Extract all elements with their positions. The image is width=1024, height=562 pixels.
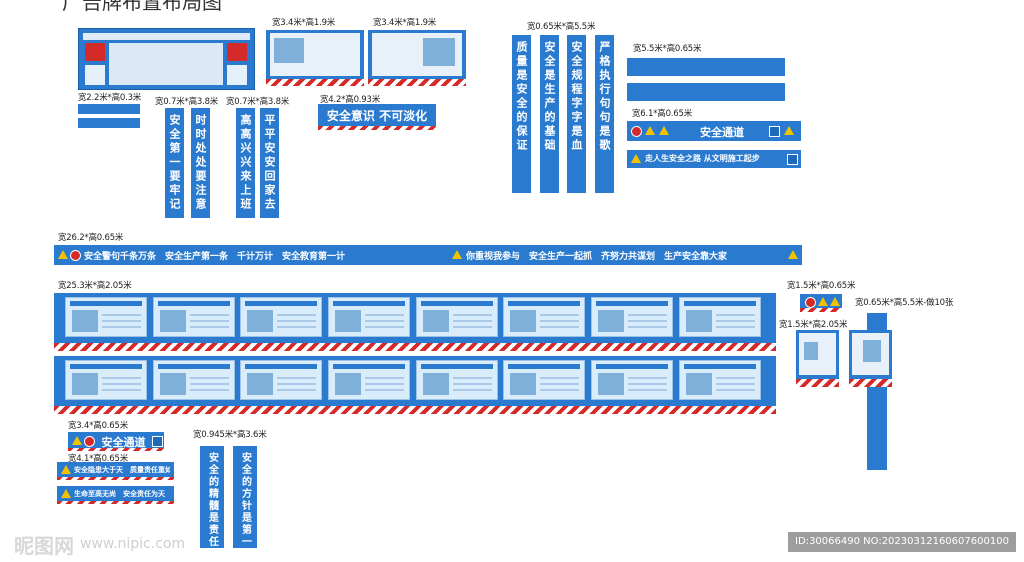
vertical-slogan: 质量是安全的保证 [512, 35, 531, 193]
vertical-slogan: 安全的方针是第一 [233, 446, 257, 548]
strip-sign [78, 104, 140, 114]
vertical-slogan: 高高兴兴来上班 [236, 108, 255, 218]
dim-label: 宽4.2*高0.93米 [320, 95, 380, 105]
dim-label: 宽3.4*高0.65米 [68, 421, 128, 431]
vertical-slogan: 安全的精髓是责任 [200, 446, 224, 548]
poster-board [266, 30, 364, 86]
wall-panel [153, 360, 235, 400]
passage-sign: 安全通道 [627, 121, 801, 141]
vertical-slogan: 安全第一要牢记 [165, 108, 184, 218]
wall-panel [240, 297, 322, 337]
dim-label: 宽3.4米*高1.9米 [272, 18, 336, 28]
vertical-slogan: 严格执行句句是歌 [595, 35, 614, 193]
dim-label: 宽1.5米*高0.65米 [787, 281, 856, 291]
wall-panel [679, 297, 761, 337]
passage-sign: 安全通道 [68, 432, 164, 451]
wall-panel [328, 297, 410, 337]
warning-sign: 生命至高无尚 安全责任为天 [57, 486, 174, 504]
wall-panel [328, 360, 410, 400]
vertical-slogan: 安全规程字字是血 [567, 35, 586, 193]
dim-label: 宽25.3米*高2.05米 [58, 281, 132, 291]
wall-panel [416, 360, 498, 400]
strip-sign [627, 58, 785, 76]
passage-sign: 走人生安全之路 从文明施工起步 [627, 150, 801, 168]
wall-panel [65, 297, 147, 337]
dim-label: 宽6.1*高0.65米 [632, 109, 692, 119]
dim-label: 宽2.2米*高0.3米 [78, 93, 142, 103]
dim-label: 宽0.7米*高3.8米 [226, 97, 290, 107]
dim-label: 宽5.5米*高0.65米 [633, 44, 702, 54]
wall-panel [591, 297, 673, 337]
dim-label: 宽0.945米*高3.6米 [193, 430, 267, 440]
dim-label: 宽0.7米*高3.8米 [155, 97, 219, 107]
wall-panel [679, 360, 761, 400]
poster-board [368, 30, 466, 86]
watermark-url: www.nipic.com [80, 536, 186, 552]
watermark-id: ID:30066490 NO:20230312160607600100 [788, 532, 1016, 552]
strip-sign [78, 118, 140, 128]
wall-panel [153, 297, 235, 337]
small-poster [796, 330, 839, 387]
vertical-slogan: 安全是生产的基础 [540, 35, 559, 193]
wall-panel [591, 360, 673, 400]
wall-panel [503, 297, 585, 337]
dim-label: 宽0.65米*高5.5米 [527, 22, 596, 32]
dim-label: 宽1.5米*高2.05米 [779, 320, 848, 330]
wall-panel [240, 360, 322, 400]
dim-label: 宽26.2*高0.65米 [58, 233, 124, 243]
page-title: 广告牌布置布局图 [62, 0, 222, 14]
long-slogan-banner: 安全警句千条万条 安全生产第一条 千计万计 安全教育第一计 你重视我参与 安全生… [54, 245, 802, 265]
dim-label: 宽0.65米*高5.5米-做10张 [855, 298, 954, 308]
banner-sign: 安全意识 不可淡化 [318, 104, 436, 130]
vertical-slogan: 平平安安回家去 [260, 108, 279, 218]
strip-sign [627, 83, 785, 101]
small-sign [800, 294, 842, 312]
warning-sign: 安全隐患大于天 质量责任重如山 [57, 462, 174, 480]
dim-label: 宽4.1*高0.65米 [68, 454, 128, 464]
watermark-logo: 昵图网 [14, 534, 74, 558]
dim-label: 宽3.4米*高1.9米 [373, 18, 437, 28]
small-poster [849, 330, 892, 387]
wall-panel [416, 297, 498, 337]
wall-panel [65, 360, 147, 400]
vertical-slogan: 时时处处要注意 [191, 108, 210, 218]
wall-panel [503, 360, 585, 400]
large-bulletin-board [78, 28, 255, 90]
